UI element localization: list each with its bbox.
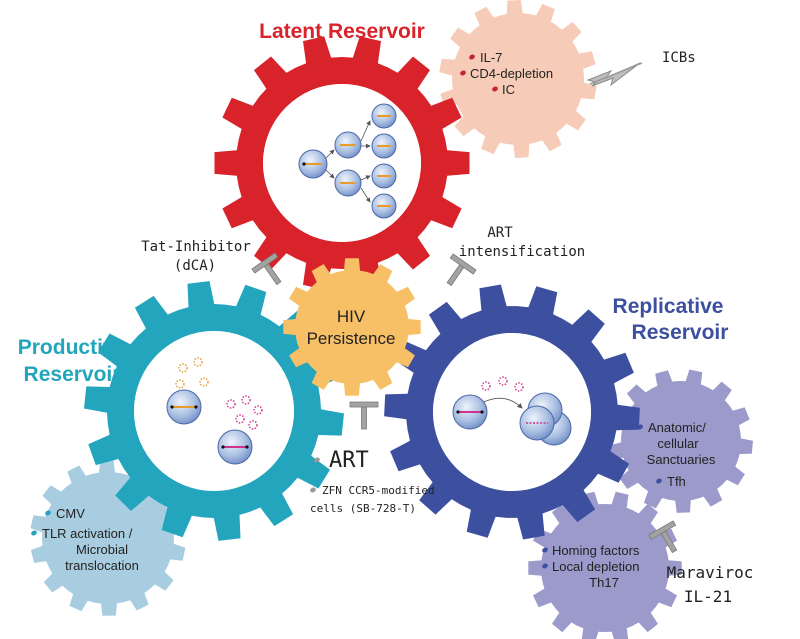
icbs-arrow xyxy=(586,62,643,87)
tat-inhibitor-blocker xyxy=(251,252,282,286)
latent-reservoir-title: Latent Reservoir xyxy=(259,20,425,43)
bullet-dot xyxy=(314,457,320,463)
bullet-dot xyxy=(460,70,466,76)
expanded-clone-cell xyxy=(371,133,397,159)
expansion-arrows xyxy=(325,120,371,203)
cmv-item: TLR activation / xyxy=(42,526,133,541)
il7-gear xyxy=(439,0,597,158)
expanded-clone-cell xyxy=(371,163,397,189)
gear-shape xyxy=(214,36,470,290)
hiv-persistence-gear xyxy=(283,258,421,396)
bullet-dot xyxy=(542,547,548,553)
expanded-clone-cell xyxy=(371,193,397,219)
sanctuary-item: Tfh xyxy=(667,474,686,489)
cmv-item: CMV xyxy=(56,506,85,521)
productive-reservoir-title-line1: Productive xyxy=(18,336,127,359)
gear-shape xyxy=(384,284,640,540)
homing-item: Local depletion xyxy=(552,559,639,574)
bullet-dot xyxy=(542,563,548,569)
il7-item: IC xyxy=(502,82,515,97)
replicative-cells-illustration xyxy=(452,376,572,446)
tat-inhibitor-label-line2: (dCA) xyxy=(174,258,216,274)
sanctuary-gear xyxy=(609,369,753,513)
gear-hole xyxy=(134,331,294,491)
il21-label: IL-21 xyxy=(684,587,732,606)
maraviroc-label-line1: Maraviroc xyxy=(667,563,754,582)
blocker-symbols xyxy=(251,252,678,554)
icbs-label: ICBs xyxy=(662,50,696,66)
latent-cell xyxy=(298,149,328,179)
gear-shape xyxy=(283,258,421,396)
virion-cluster-magenta xyxy=(481,376,524,392)
bullet-dot xyxy=(45,510,51,516)
sanctuary-item: cellular xyxy=(657,436,699,451)
il7-item: CD4-depletion xyxy=(470,66,553,81)
art-intensification-label-line2: intensification xyxy=(459,244,585,260)
art-intensification-blocker xyxy=(446,253,477,287)
infected-cell xyxy=(166,389,202,425)
virion-cluster-magenta xyxy=(226,395,263,430)
homing-factors-gear xyxy=(528,491,682,639)
latent-reservoir-gear xyxy=(214,36,470,290)
art-blocker xyxy=(349,401,379,430)
latent-clonal-expansion-illustration xyxy=(298,103,397,219)
art-label: ART xyxy=(329,448,369,473)
maraviroc-blocker xyxy=(648,520,678,554)
zfn-label-line2: cells (SB-728-T) xyxy=(310,502,416,515)
homing-item: Homing factors xyxy=(552,543,640,558)
bullet-dot xyxy=(469,54,475,60)
virion-cluster-orange xyxy=(175,357,209,389)
bullet-dot xyxy=(656,478,662,484)
expanded-clone-cell xyxy=(371,103,397,129)
gear-hole xyxy=(433,333,591,491)
replicative-reservoir-title-line1: Replicative xyxy=(613,295,724,318)
gear-shape xyxy=(84,281,344,541)
productive-reservoir-gear xyxy=(84,281,344,541)
productive-reservoir-title-line2: Reservoir xyxy=(24,363,121,386)
hiv-gear-label-line1: HIV xyxy=(337,307,366,326)
gear-hole xyxy=(263,84,421,242)
replicative-reservoir-gear xyxy=(384,284,640,540)
dividing-cell xyxy=(334,131,362,159)
target-cell-cluster xyxy=(519,392,572,446)
gear-shape xyxy=(528,491,682,639)
infected-cell xyxy=(217,429,253,465)
infection-arrow xyxy=(483,397,523,409)
zfn-label-line1: ZFN CCR5-modified xyxy=(322,484,435,497)
replicative-reservoir-title-line2: Reservoir xyxy=(632,321,729,344)
cmv-item: Microbial xyxy=(76,542,128,557)
il7-item: IL-7 xyxy=(480,50,502,65)
homing-item: Th17 xyxy=(589,575,619,590)
gear-shape xyxy=(30,460,186,616)
infected-cell xyxy=(452,394,488,430)
art-intensification-label-line1: ART xyxy=(487,225,513,241)
bullet-dot xyxy=(637,424,643,430)
gear-shape xyxy=(609,369,753,513)
cmv-gear xyxy=(30,460,186,616)
cmv-item: translocation xyxy=(65,558,139,573)
sanctuary-item: Sanctuaries xyxy=(647,452,716,467)
bullet-dot xyxy=(492,86,498,92)
tat-inhibitor-label-line1: Tat-Inhibitor xyxy=(141,239,251,255)
hiv-gear-label-line2: Persistence xyxy=(307,329,396,348)
bullet-dot xyxy=(31,530,37,536)
sanctuary-item: Anatomic/ xyxy=(648,420,706,435)
productive-cells-illustration xyxy=(166,357,263,465)
gear-shape xyxy=(439,0,597,158)
bullet-dots xyxy=(31,54,662,569)
dividing-cell xyxy=(334,169,362,197)
bullet-dot xyxy=(310,487,316,493)
